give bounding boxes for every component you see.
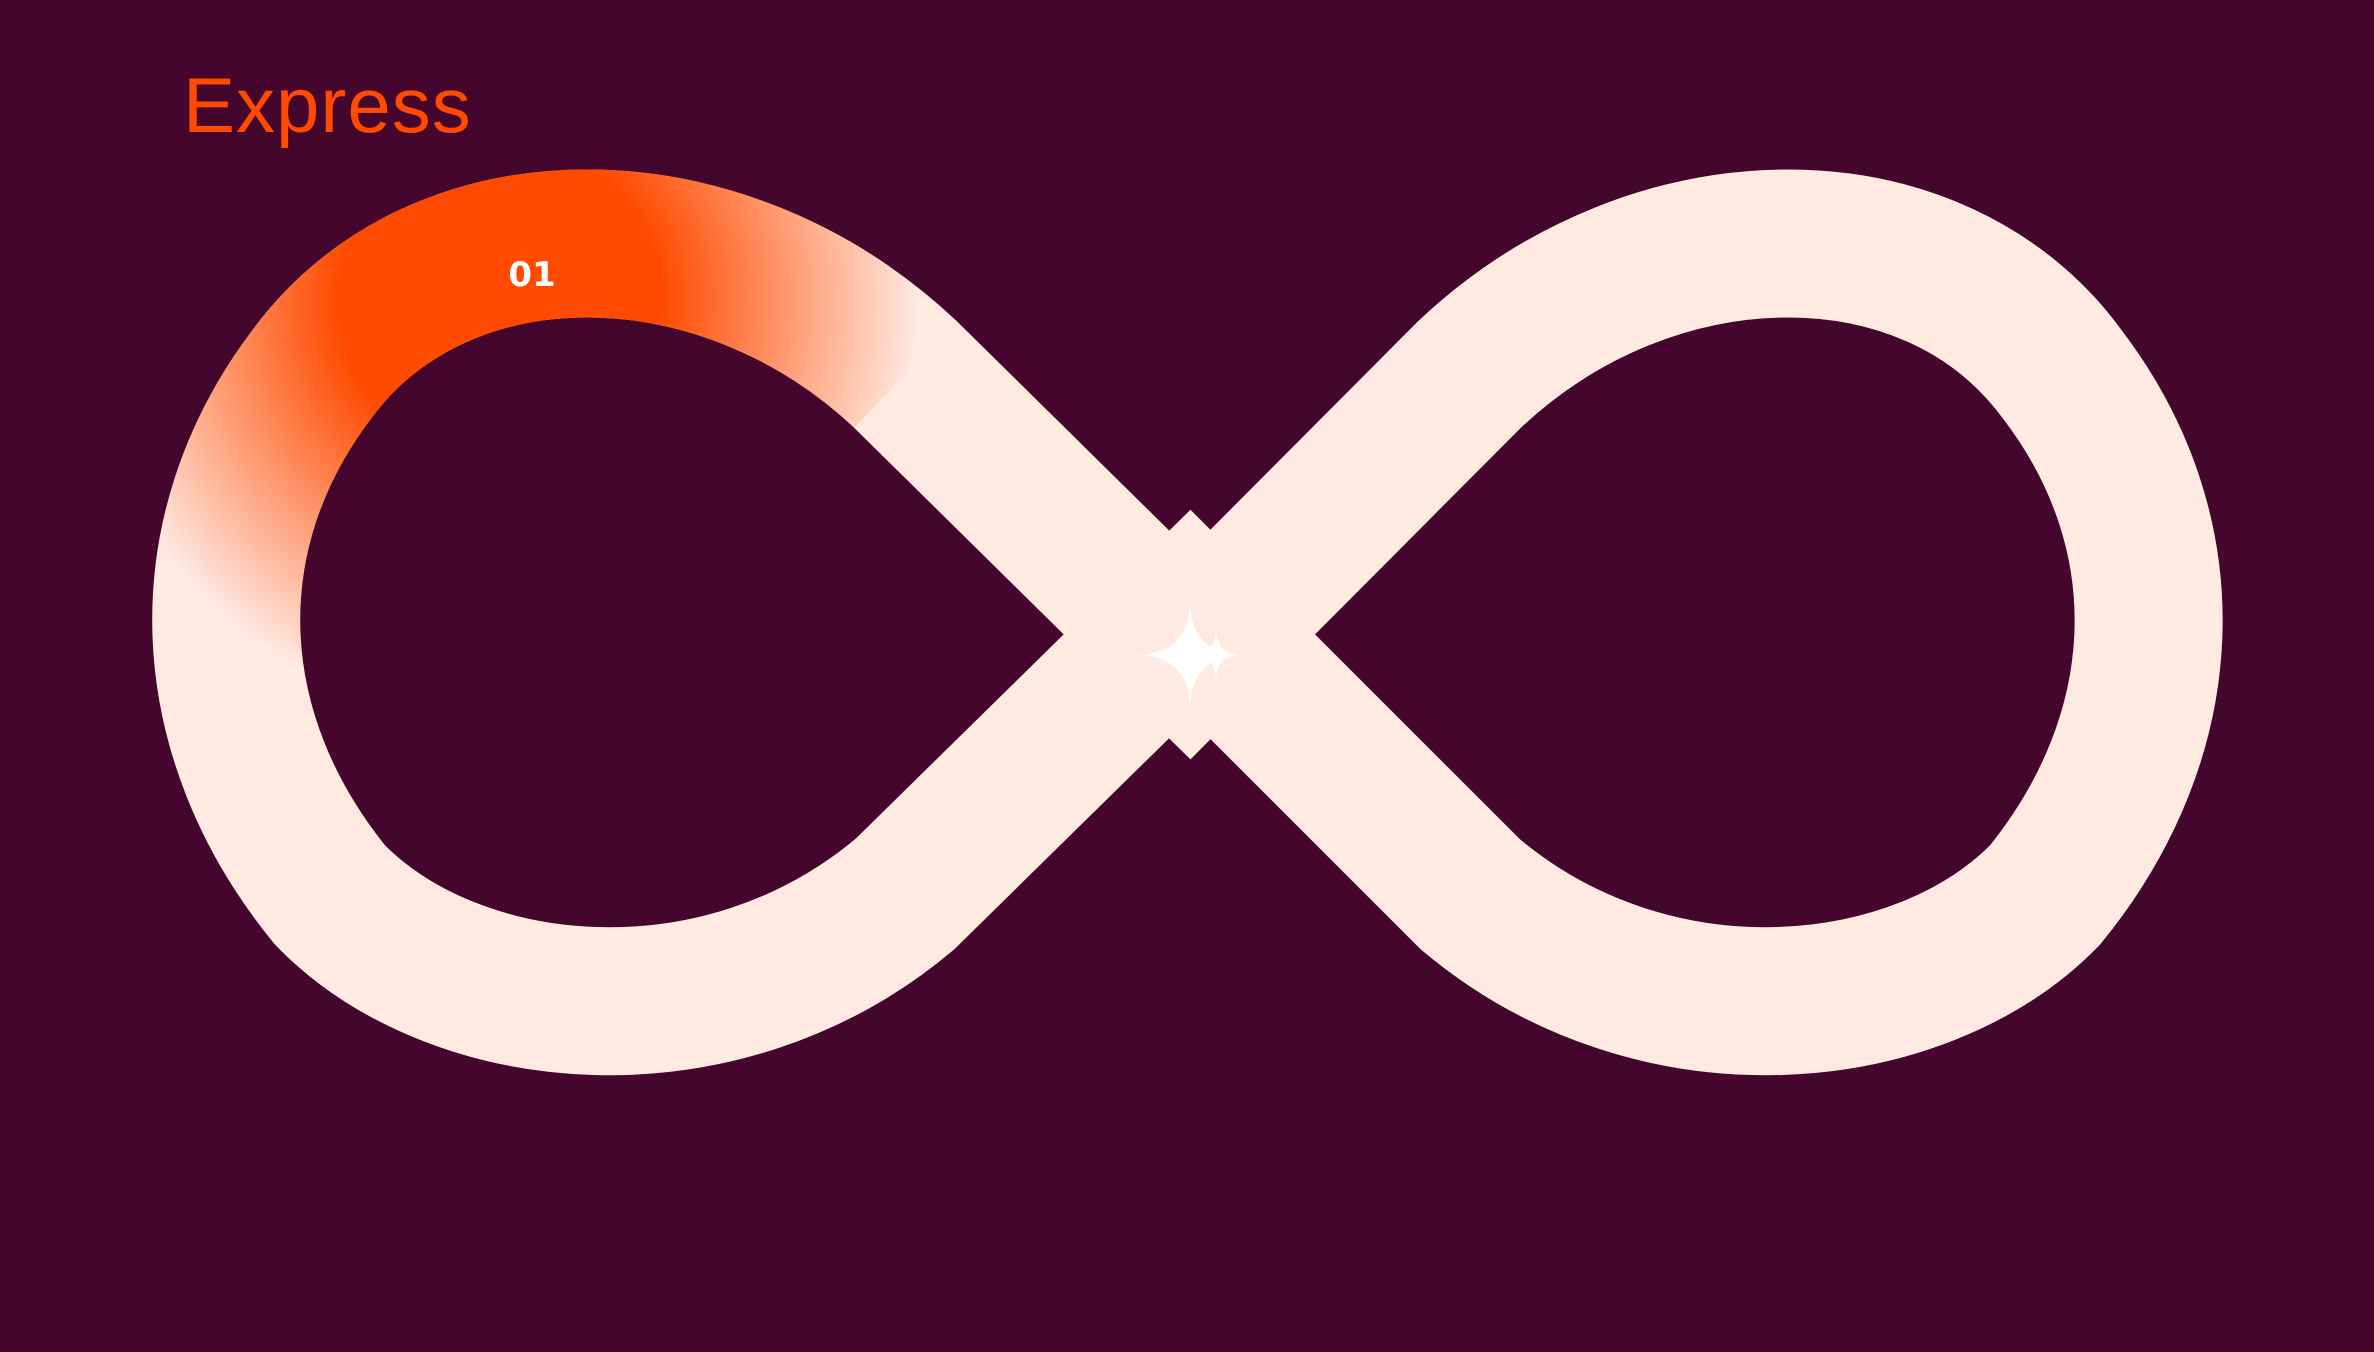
step-01-label: 01 (508, 255, 555, 295)
step-01-highlight (152, 169, 956, 760)
page-title: Express (183, 61, 472, 149)
sparkle-icon (1135, 600, 1245, 710)
